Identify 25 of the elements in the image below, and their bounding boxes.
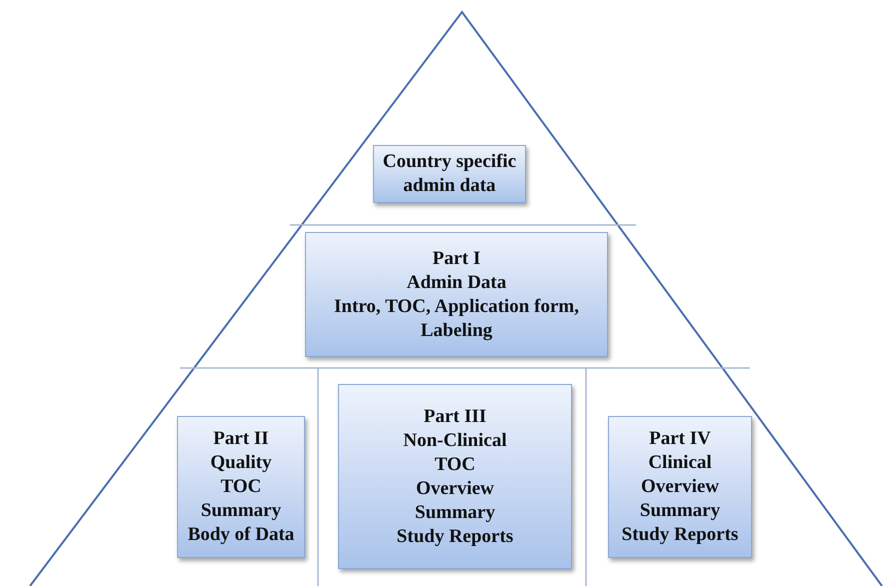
section-text: Overview: [416, 476, 494, 500]
section-text: Study Reports: [396, 524, 514, 548]
section-box: [373, 145, 526, 203]
section-text: Country specific admin data: [382, 150, 518, 198]
section-box: [608, 416, 752, 558]
section-text: TOC: [220, 475, 262, 499]
section-text: Non-Clinical: [403, 428, 507, 452]
section-text: Clinical: [648, 451, 712, 475]
section-text: Overview: [640, 475, 720, 499]
section-text: Study Reports: [622, 523, 738, 547]
section-heading: Part II: [213, 427, 269, 451]
section-text: Summary: [200, 499, 282, 523]
section-heading: Part IV: [649, 427, 711, 451]
section-box: [338, 384, 572, 569]
section-text: Summary: [640, 499, 720, 523]
section-box: [305, 232, 608, 357]
section-text: Admin Data: [406, 270, 506, 294]
section-text: Body of Data: [188, 523, 294, 547]
section-text: Intro, TOC, Application form, Labeling: [333, 294, 580, 342]
section-text: Summary: [414, 500, 496, 524]
section-box: [177, 416, 305, 558]
section-text: Quality: [210, 451, 272, 475]
section-heading: Part III: [424, 404, 486, 428]
section-heading: Part I: [432, 246, 480, 270]
section-text: TOC: [434, 452, 476, 476]
